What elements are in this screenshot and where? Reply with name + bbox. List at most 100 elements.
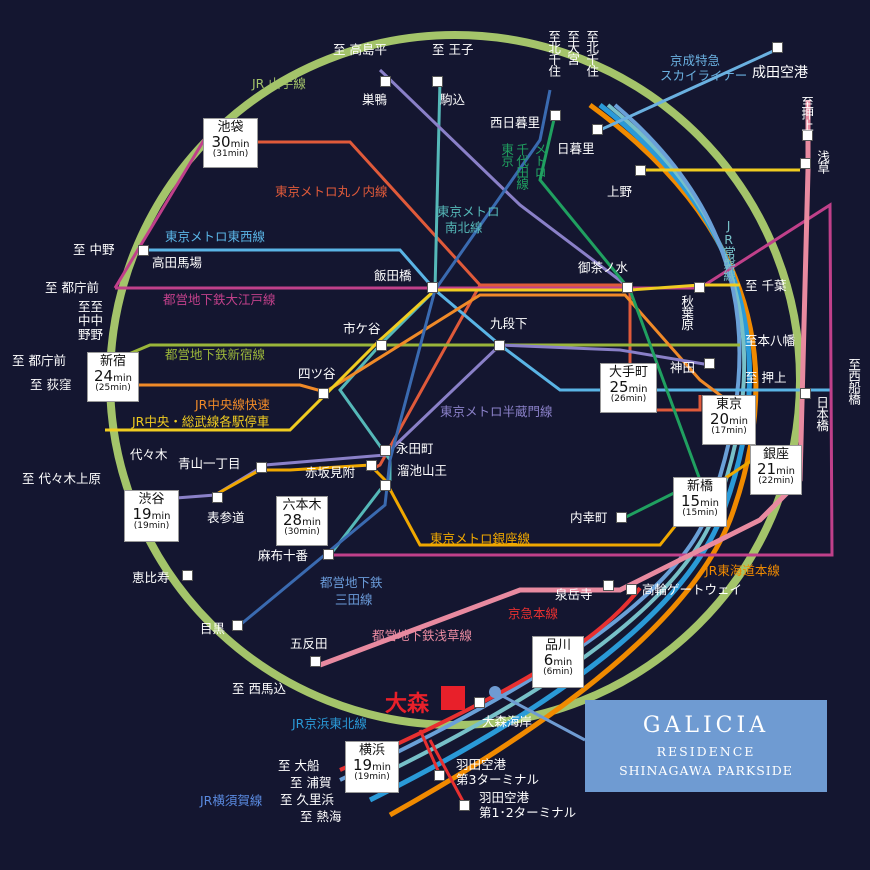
name-komagome: 駒込: [440, 92, 466, 107]
station-takadanobaba: [138, 245, 149, 256]
dest-yoyogiuehara: 至 代々木上原: [22, 471, 101, 486]
name-yoyogi: 代々木: [130, 447, 168, 462]
station-ueno: [635, 165, 646, 176]
dest-narita: 成田空港: [752, 65, 808, 81]
dest-omiya: 至大宮: [565, 30, 581, 65]
name-gotanda: 五反田: [290, 636, 328, 651]
name-kanda: 神田: [670, 360, 696, 375]
box-sub: (31min): [212, 149, 249, 160]
dest-nishifunabashi: 至西船橋: [846, 358, 862, 404]
label-hanzomon: 東京メトロ半蔵門線: [440, 404, 553, 419]
name-haneda3: 羽田空港: [456, 757, 507, 772]
box-min: 19min: [132, 504, 171, 523]
dest-atami: 至 熱海: [300, 809, 342, 824]
label-keisei-2: スカイライナー: [660, 68, 748, 83]
oedo-line: [115, 202, 834, 557]
dest-takashimadaira: 至 高島平: [333, 42, 387, 57]
name-asakusa: 浅草: [815, 150, 831, 173]
label-mita-1: 都営地下鉄: [320, 575, 383, 590]
label-tozai: 東京メトロ東西線: [165, 229, 266, 244]
name-meguro: 目黒: [200, 621, 226, 636]
box-name: 大手町: [608, 365, 648, 380]
box-sub: (17min): [711, 426, 747, 437]
dest-tochomae: 至 都庁前: [45, 280, 99, 295]
chuo-rapid-line: [110, 293, 741, 412]
name-haneda3b: 第3ターミナル: [456, 772, 539, 787]
name-omotesando: 表参道: [207, 510, 245, 525]
box-sub: (30min): [284, 527, 320, 538]
label-yamanote: JR 山手線: [252, 76, 306, 91]
box-ikebukuro: 池袋 30min (31min): [203, 118, 258, 168]
dest-kurihama: 至 久里浜: [280, 792, 334, 807]
box-name: 渋谷: [138, 492, 165, 507]
box-name: 六本木: [282, 498, 322, 513]
name-akasakamitsuke: 赤坂見附: [305, 465, 356, 480]
name-iidabashi: 飯田橋: [374, 268, 412, 283]
dest-nakano: 至 中野: [73, 242, 115, 257]
name-ueno: 上野: [607, 184, 633, 199]
station-azabujuban: [323, 549, 334, 560]
station-kudanshita: [494, 340, 505, 351]
box-shinjuku: 新宿 24min (25min): [87, 352, 139, 402]
name-ochanomizu: 御茶ノ水: [578, 260, 629, 275]
station-sengakuji: [603, 580, 614, 591]
box-sub: (19min): [354, 772, 390, 783]
omori-label: 大森: [385, 691, 430, 717]
label-yokosuka: JR横須賀線: [200, 793, 263, 808]
label-oedo: 都営地下鉄大江戸線: [163, 292, 276, 307]
box-shinagawa: 品川 6min (6min): [532, 636, 584, 688]
keisei-line: [599, 46, 781, 132]
name-yotsuya: 四ツ谷: [298, 366, 336, 381]
box-ginza: 銀座 21min (22min): [750, 445, 802, 495]
name-omorikaigan: 大森海岸: [482, 714, 533, 729]
box-sub: (25min): [95, 383, 131, 394]
box-tokyo: 東京 20min (17min): [702, 395, 756, 445]
station-nippori: [592, 124, 603, 135]
box-min: 21min: [757, 459, 795, 478]
label-namboku-1: 東京メトロ: [437, 204, 500, 219]
dest-oshiage2: 至 押上: [745, 370, 787, 385]
dest-motoyawata: 至本八幡: [745, 333, 796, 348]
box-min: 6min: [543, 650, 573, 669]
omori-marker: [441, 686, 465, 710]
box-name: 新橋: [686, 479, 713, 494]
box-name: 東京: [715, 397, 742, 412]
dest-kitasenju-2: 至北千住: [584, 30, 600, 76]
station-omorikaigan: [474, 697, 485, 708]
station-haneda3: [434, 770, 445, 781]
galicia-subtitle: RESIDENCE: [656, 744, 756, 759]
name-sengakuji: 泉岳寺: [555, 587, 593, 602]
galicia-location: SHINAGAWA PARKSIDE: [619, 763, 793, 778]
station-akasakamitsuke: [366, 460, 377, 471]
dest-oshiage: 至押上: [799, 96, 815, 131]
name-takadanobaba: 高田馬場: [152, 255, 203, 270]
station-narita: [772, 42, 783, 53]
name-takanawa: 高輪ゲートウェイ: [642, 582, 743, 597]
dest-ogikubo: 至 荻窪: [30, 377, 72, 392]
station-oshiage: [802, 130, 813, 141]
box-min: 24min: [94, 366, 132, 385]
station-uchisaiwaicho: [616, 512, 627, 523]
station-akihabara: [694, 282, 705, 293]
name-ichigaya: 市ケ谷: [343, 321, 381, 336]
box-name: 池袋: [217, 120, 244, 135]
box-min: 19min: [353, 755, 391, 774]
station-takanawa: [626, 584, 637, 595]
name-nishinippori: 西日暮里: [490, 115, 541, 130]
name-akihabara: 秋葉原: [679, 295, 695, 330]
name-uchisaiwaicho: 内幸町: [570, 510, 608, 525]
box-min: 20min: [710, 409, 748, 428]
station-sugamo: [380, 76, 391, 87]
label-keihin: JR京浜東北線: [292, 716, 367, 731]
name-nagatacho: 永田町: [396, 441, 434, 456]
label-chuo-rapid: JR中央線快速: [195, 397, 270, 412]
label-chiyoda-2: メトロ: [532, 143, 548, 178]
box-sub: (19min): [133, 521, 170, 532]
box-name: 品川: [544, 638, 571, 653]
dest-kitasenju-1: 至北千住: [546, 30, 562, 76]
mita-line: [239, 89, 552, 627]
label-keisei-1: 京成特急: [670, 53, 721, 68]
label-chiyoda: 東京: [499, 143, 515, 166]
station-nihonbashi: [800, 388, 811, 399]
